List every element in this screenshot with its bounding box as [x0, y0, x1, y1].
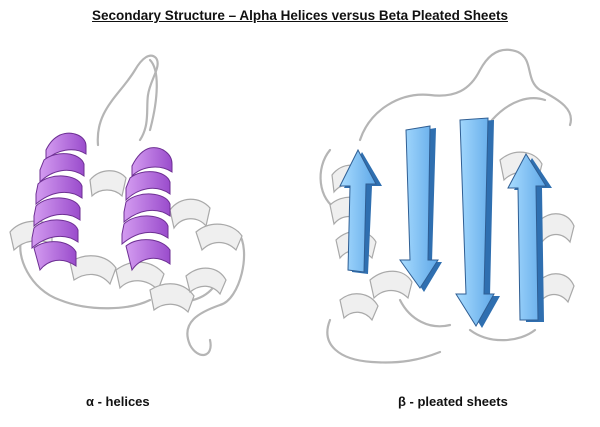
beta-strand-4: [507, 152, 552, 322]
alpha-helix-structure: [9, 54, 246, 356]
beta-sheet-structure: [319, 48, 575, 364]
beta-sheets-caption: β - pleated sheets: [398, 394, 508, 409]
alpha-helices-caption: α - helices: [86, 394, 150, 409]
coil-loops-right: [319, 48, 573, 364]
coil-ribbons-left: [9, 170, 243, 314]
beta-strand-2: [399, 125, 442, 292]
beta-strand-1: [339, 148, 382, 274]
beta-strand-3: [455, 117, 500, 328]
alpha-helix-2: [121, 147, 173, 272]
figure-title: Secondary Structure – Alpha Helices vers…: [92, 8, 508, 23]
alpha-helix-1: [31, 132, 87, 272]
